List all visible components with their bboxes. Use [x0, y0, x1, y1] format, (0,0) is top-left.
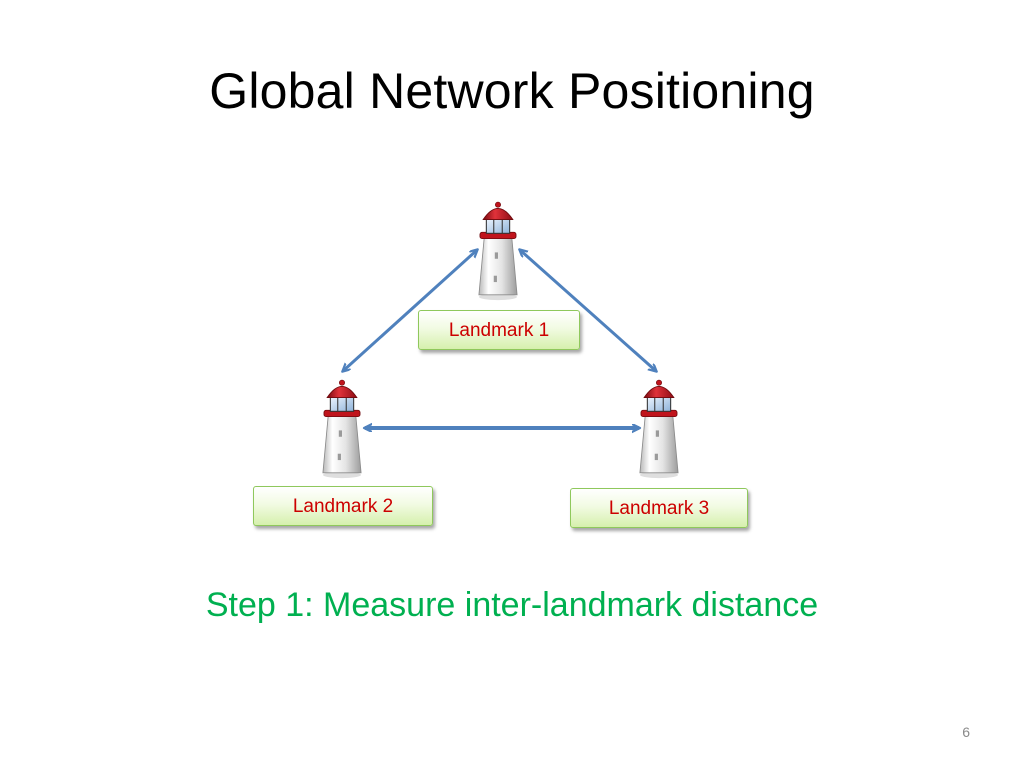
step-caption: Step 1: Measure inter-landmark distance — [205, 586, 819, 624]
page-number: 6 — [962, 724, 970, 740]
slide-title: Global Network Positioning — [209, 63, 815, 119]
connection-arrow-1-3 — [520, 250, 656, 371]
landmark-2-label: Landmark 2 — [253, 486, 433, 526]
connection-arrow-1-2 — [343, 250, 477, 371]
lighthouse-icon — [478, 201, 518, 301]
landmark-3-label: Landmark 3 — [570, 488, 748, 528]
lighthouse-icon — [639, 379, 679, 479]
lighthouse-icon — [322, 379, 362, 479]
landmark-1-label: Landmark 1 — [418, 310, 580, 350]
